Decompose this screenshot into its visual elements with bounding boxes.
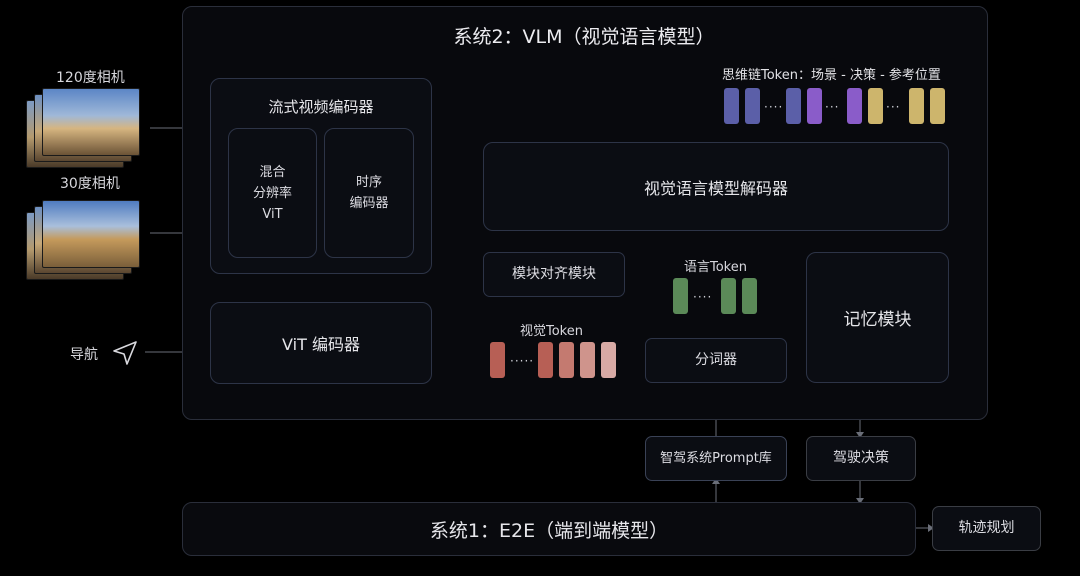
visual-token-row: ····· — [490, 342, 620, 378]
decision-token — [807, 88, 822, 124]
position-token — [930, 88, 945, 124]
cot-ellipsis-3: ··· — [886, 100, 901, 114]
cot-token-row: ···· ··· ··· — [724, 88, 946, 124]
trajectory-planning: 轨迹规划 — [932, 506, 1041, 551]
language-token — [721, 278, 736, 314]
tokenizer: 分词器 — [645, 338, 787, 383]
visual-token — [559, 342, 574, 378]
temporal-encoder: 时序 编码器 — [324, 128, 414, 258]
visual-token — [538, 342, 553, 378]
cot-ellipsis-1: ···· — [764, 100, 784, 114]
language-token — [673, 278, 688, 314]
stream-encoder-title: 流式视频编码器 — [268, 98, 374, 116]
memory-module: 记忆模块 — [806, 252, 949, 383]
visual-token-ellipsis: ····· — [510, 354, 535, 368]
cot-token-label: 思维链Token：场景 - 决策 - 参考位置 — [722, 68, 941, 83]
system2-title: 系统2：VLM（视觉语言模型） — [453, 26, 715, 48]
prompt-library-label: 智驾系统Prompt库 — [660, 451, 772, 466]
temporal-line1: 时序 — [355, 175, 382, 190]
align-label: 模块对齐模块 — [512, 266, 596, 282]
camera-30-label: 30度相机 — [60, 176, 120, 192]
vit-encoder-label: ViT 编码器 — [282, 335, 360, 354]
visual-token-label: 视觉Token — [520, 324, 583, 339]
cot-ellipsis-2: ··· — [825, 100, 840, 114]
mixed-vit-line3: ViT — [262, 206, 283, 222]
system1-title: 系统1：E2E（端到端模型） — [429, 519, 669, 542]
vlm-decoder: 视觉语言模型解码器 — [483, 142, 949, 231]
language-token-ellipsis: ···· — [693, 290, 713, 304]
language-token-row: ···· — [673, 278, 763, 314]
decoder-label: 视觉语言模型解码器 — [643, 178, 788, 198]
language-token — [742, 278, 757, 314]
scene-token — [745, 88, 760, 124]
decision-token — [847, 88, 862, 124]
position-token — [868, 88, 883, 124]
temporal-line2: 编码器 — [349, 196, 389, 211]
scene-token — [724, 88, 739, 124]
camera-120-label: 120度相机 — [56, 70, 125, 86]
language-token-label: 语言Token — [684, 260, 747, 275]
driving-decision: 驾驶决策 — [806, 436, 916, 481]
visual-token — [601, 342, 616, 378]
mixed-vit-line2: 分辨率 — [252, 185, 292, 201]
system1-e2e-model: 系统1：E2E（端到端模型） — [182, 502, 916, 556]
driving-decision-label: 驾驶决策 — [833, 450, 889, 466]
tokenizer-label: 分词器 — [695, 352, 737, 368]
alignment-module: 模块对齐模块 — [483, 252, 625, 297]
nav-label: 导航 — [70, 347, 98, 363]
memory-label: 记忆模块 — [843, 310, 912, 330]
position-token — [909, 88, 924, 124]
mixed-vit-line1: 混合 — [259, 164, 286, 180]
trajectory-label: 轨迹规划 — [958, 520, 1015, 536]
prompt-library: 智驾系统Prompt库 — [645, 436, 787, 481]
visual-token — [580, 342, 595, 378]
navigation-icon — [113, 341, 137, 365]
visual-token — [490, 342, 505, 378]
mixed-resolution-vit: 混合 分辨率 ViT — [228, 128, 317, 258]
vit-encoder: ViT 编码器 — [210, 302, 432, 384]
scene-token — [786, 88, 801, 124]
